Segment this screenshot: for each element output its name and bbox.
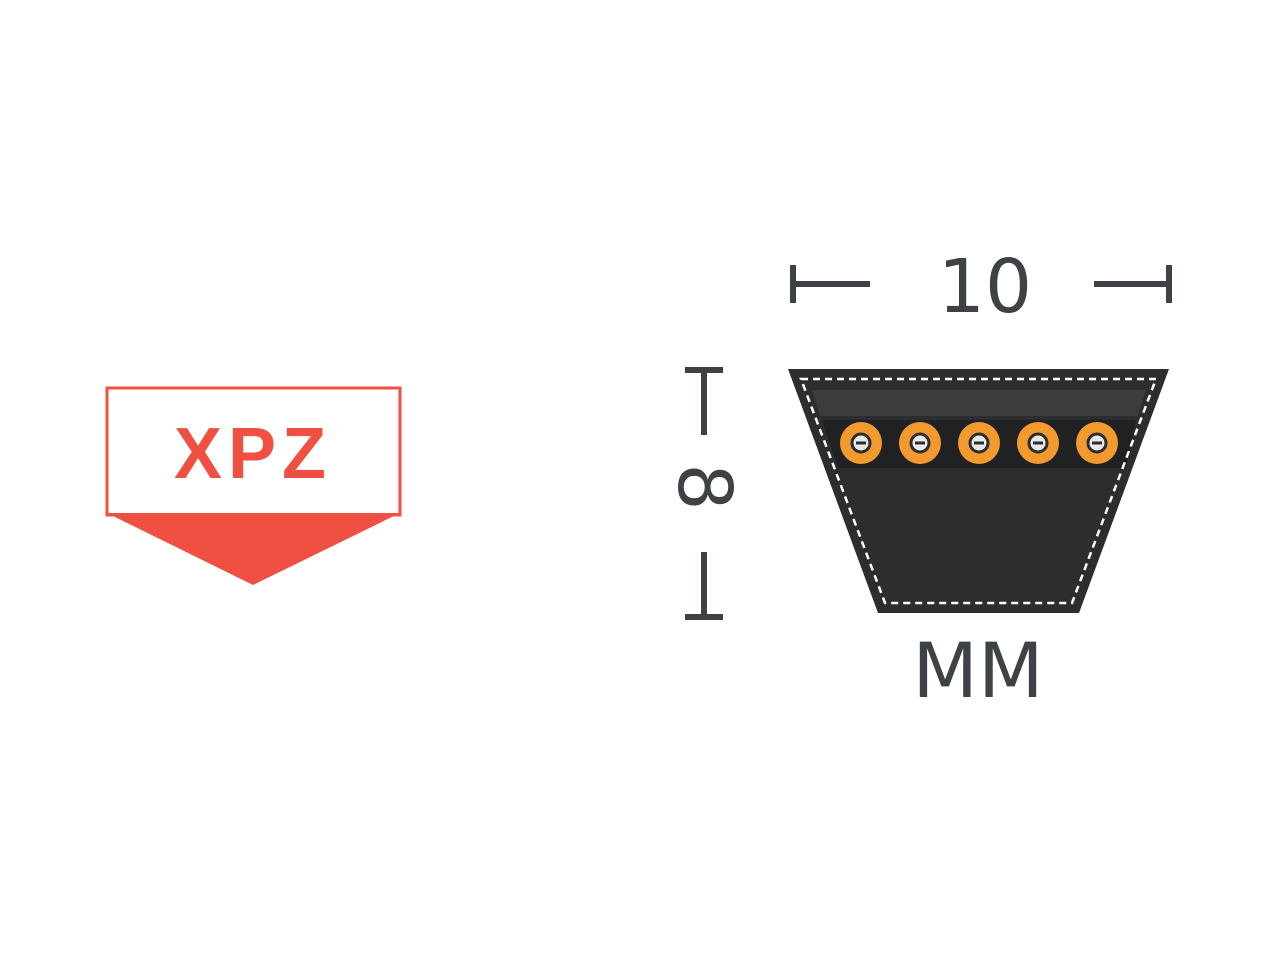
cord-row [840,422,1118,464]
badge-label: XPZ [174,414,332,494]
cord-circle-icon [840,422,882,464]
width-dimension: 10 [790,244,1172,330]
cord-circle-icon [958,422,1000,464]
unit-label: MM [912,626,1043,715]
profile-badge: XPZ [105,386,402,585]
height-dimension: 8 [661,367,747,620]
cord-circle-icon [1017,422,1059,464]
badge-outline [105,386,402,517]
cord-circle-icon [899,422,941,464]
belt-stitching [799,377,1158,605]
height-dimension-top-bar-icon [685,367,723,435]
badge-arrow [107,513,400,585]
belt-cross-section [788,369,1169,613]
width-dimension-right-bar-icon [1094,265,1172,303]
height-dimension-bottom-bar-icon [685,552,723,620]
width-dimension-left-bar-icon [790,265,870,303]
height-value: 8 [661,463,747,510]
cord-circle-icon [1076,422,1118,464]
width-value: 10 [938,244,1032,330]
belt-top-band [812,390,1146,416]
